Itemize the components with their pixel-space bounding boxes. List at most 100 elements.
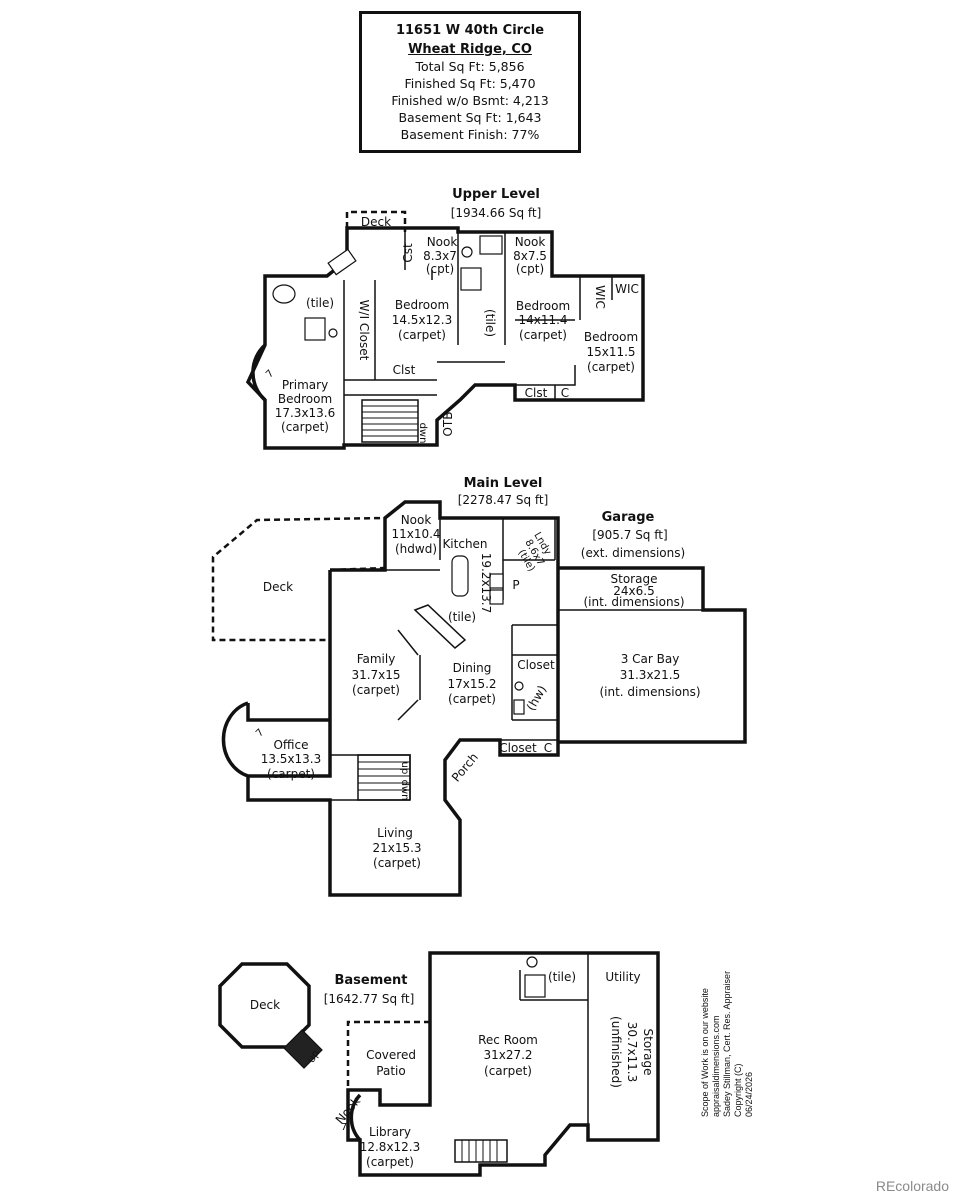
nook2-name: Nook [515,235,546,249]
upper-shower [304,317,326,341]
stat-basement-finish: Basement Finish: 77% [400,127,540,142]
family-floor: (carpet) [352,683,400,697]
main-stairs-dwn: dwn [399,780,410,801]
patio-name2: Patio [376,1064,405,1078]
office-dim: 13.5x13.3 [261,752,322,766]
patio-name1: Covered [366,1048,416,1062]
garage-storage-note: (int. dimensions) [583,595,684,609]
basement-outer-wall [346,951,660,1177]
upper-clst2-label: Clst [525,386,548,400]
scope-line-2: appraisaldimensions.com [711,1015,721,1117]
bed3-name: Bedroom [516,299,570,313]
garage-area: [905.7 Sq ft] [592,528,667,542]
office-name: Office [273,738,308,752]
scope-line-4: Copyright (C) [733,1063,743,1117]
stat-basement: Basement Sq Ft: 1,643 [398,110,542,125]
primary-floor: (carpet) [281,420,329,434]
family-dim: 31.7x15 [351,668,400,682]
main-sink [513,699,525,715]
upper-bathtub [272,284,296,304]
main-title: Main Level [464,476,543,491]
main-nook-dim: 11x10.4 [391,527,440,541]
bed3-dim: 14x11.4 [518,313,567,327]
bed3-floor: (carpet) [519,328,567,342]
wic2-label: WIC [615,282,639,296]
main-nook-floor: (hdwd) [395,542,437,556]
library-floor: (carpet) [366,1155,414,1169]
scope-line-5: 06/24/2026 [744,1071,754,1117]
upper-cst-label: Cst [401,243,415,263]
basement-storage-note: (unfinished) [609,1016,623,1088]
upper-toilet [328,328,338,338]
office-bay-dim: 7 [254,727,266,739]
main-c-label: C [544,741,552,755]
office-floor: (carpet) [267,767,315,781]
living-floor: (carpet) [373,856,421,870]
upper-deck-outline [345,210,407,232]
office-bay-window [221,701,249,778]
upper-deck-label: Deck [361,215,391,229]
upper-title: Upper Level [452,187,540,202]
property-info-box: 11651 W 40th Circle Wheat Ridge, CO Tota… [359,11,581,153]
kitchen-island [451,555,469,597]
bath2-label: (tile) [483,309,497,337]
stat-finished: Finished Sq Ft: 5,470 [404,76,536,91]
primary-name2: Bedroom [278,392,332,406]
basement-deck-up: up [306,1049,322,1065]
kitchen-floor: (tile) [448,610,476,624]
primary-dim: 17.3x13.6 [275,406,336,420]
basement-storage-dim: 30.7x11.3 [625,1022,639,1083]
wi-closet-label: W/I Closet [357,300,371,361]
kitchen-name: Kitchen [442,537,487,551]
garage-title: Garage [602,510,655,525]
upper-area: [1934.66 Sq ft] [451,206,542,220]
basement-title: Basement [334,973,407,988]
basement-interior-walls [519,953,589,1125]
dining-dim: 17x15.2 [447,677,496,691]
main-closet2-label: Closet [499,741,537,755]
upper-bay-dim: 7 [264,368,276,380]
utility-label: Utility [605,970,640,984]
nook1-floor: (cpt) [426,262,454,276]
pantry-label: P [512,578,519,592]
dining-floor: (carpet) [448,692,496,706]
rec-dim: 31x27.2 [483,1048,532,1062]
scope-line-1: Scope of Work is on our website [700,988,710,1117]
main-area: [2278.47 Sq ft] [458,493,549,507]
bay3-note: (int. dimensions) [599,685,700,699]
main-deck-label: Deck [263,580,293,594]
upper-otb-label: OTB [441,411,455,436]
main-stairs [357,754,411,801]
upper-clst1-label: Clst [393,363,416,377]
nook1-dim: 8.3x7 [423,249,457,263]
nook1-name: Nook [427,235,458,249]
basement-bay-dim: 7 [341,1122,347,1133]
garage-outer-wall [558,566,747,744]
family-fireplace [397,629,421,721]
hw-label: (hw) [524,683,550,713]
garage-storage-dim: 24x6.5 [613,584,654,598]
upper-stairs-dwn: dwn [417,423,428,444]
family-name: Family [357,652,396,666]
address-street: 11651 W 40th Circle [395,23,545,38]
bed4-dim: 15x11.5 [586,345,635,359]
primary-bath-label: (tile) [306,296,334,310]
basement-storage-name: Storage [641,1029,655,1076]
stat-finished-no-bsmt: Finished w/o Bsmt: 4,213 [391,93,549,108]
office-wall [246,703,330,722]
rec-name: Rec Room [478,1033,538,1047]
dining-name: Dining [453,661,492,675]
upper-level: Upper Level [1934.66 Sq ft] Deck 7 (tile… [245,187,645,450]
living-dim: 21x15.3 [372,841,421,855]
upper-toilet2 [461,246,473,258]
main-deck-outline [211,516,387,642]
main-level: Main Level [2278.47 Sq ft] Garage [905.7… [211,476,747,897]
basement-toilet [526,956,538,968]
nook2-dim: 8x7.5 [513,249,547,263]
living-name: Living [377,826,413,840]
wic1-label: WIC [593,285,607,309]
library-bay [349,1093,362,1142]
rec-floor: (carpet) [484,1064,532,1078]
main-closet1-label: Closet [517,658,555,672]
